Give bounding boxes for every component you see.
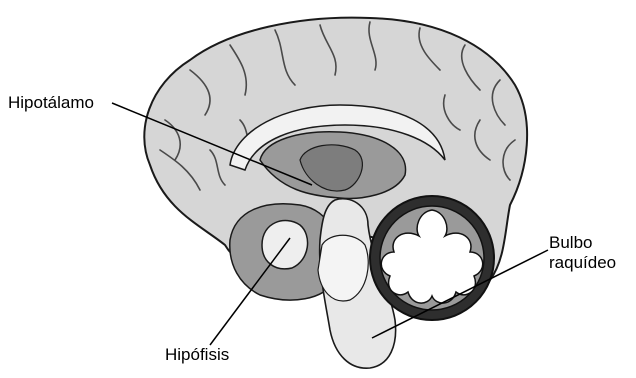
pons — [318, 235, 368, 301]
label-hipotalamo: Hipotálamo — [8, 93, 94, 113]
label-bulbo-raquideo: Bulbo raquídeo — [549, 233, 616, 273]
label-bulbo-line2: raquídeo — [549, 253, 616, 273]
label-bulbo-line1: Bulbo — [549, 233, 616, 253]
label-hipofisis: Hipófisis — [165, 345, 229, 365]
